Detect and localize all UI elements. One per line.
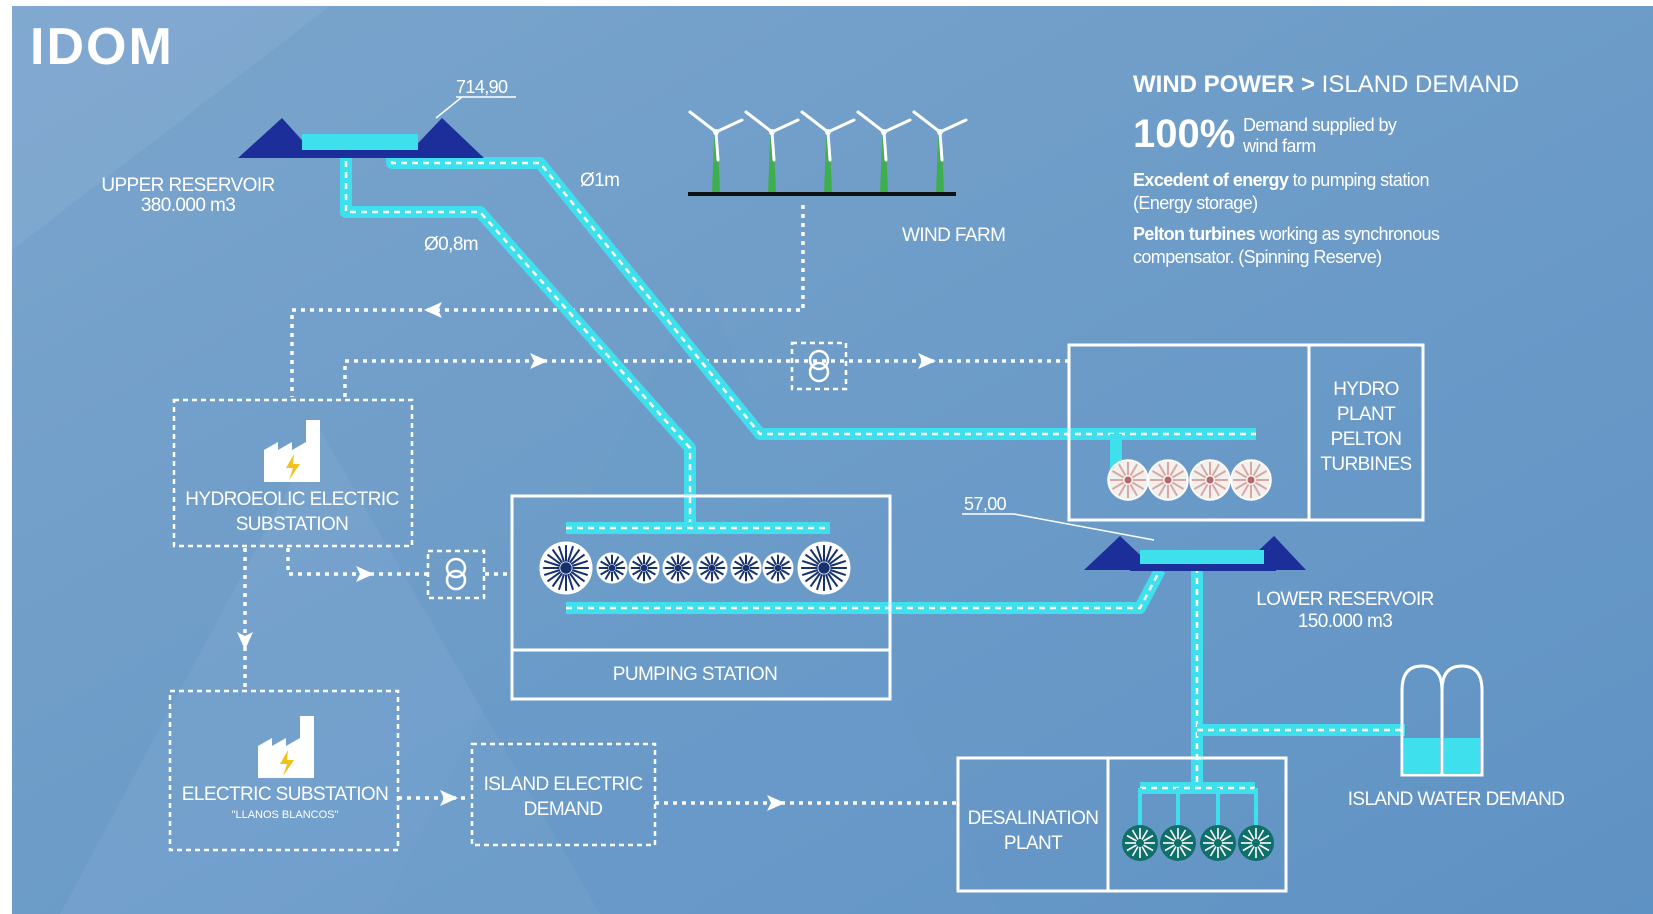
pipe-diameter-small: Ø0,8m [424,234,478,255]
pump-rotor-icon [797,541,851,595]
wind-turbine-icon [800,110,856,192]
pelton-turbine-icon [1147,459,1189,501]
pump-rotor-icon [762,552,794,584]
hydro-plant-line3: PELTON [1331,429,1402,450]
desalination-pump-icon [1122,825,1158,861]
lower-reservoir-name: LOWER RESERVOIR [1256,589,1434,610]
upper-reservoir-name: UPPER RESERVOIR [101,175,274,196]
pump-rotor-icon [696,552,728,584]
info-percent: 100% [1133,112,1235,156]
pump-rotor-icon [596,552,628,584]
island-electric-demand-line1: ISLAND ELECTRIC [484,774,643,795]
pelton-turbines [1107,459,1272,501]
wind-turbine-icon [744,110,800,192]
island-electric-demand-line2: DEMAND [524,799,603,820]
info-line1-cont: (Energy storage) [1133,193,1257,213]
hydroeolic-substation-line1: HYDROEOLIC ELECTRIC [185,489,398,510]
pelton-turbine-icon [1189,459,1231,501]
pump-rotor-icon [628,552,660,584]
water-tank-icon [1400,664,1484,777]
desalination-pump-icon [1160,825,1196,861]
transformer-icon [426,549,486,600]
info-percent-line2: wind farm [1242,136,1316,156]
island-water-demand-label: ISLAND WATER DEMAND [1348,789,1565,810]
wind-turbine-icon [688,110,744,192]
desalination-plant: DESALINATION PLANT [956,756,1288,893]
info-panel: WIND POWER > ISLAND DEMAND 100% Demand s… [1133,71,1519,267]
island-water-demand: ISLAND WATER DEMAND [1348,664,1565,810]
desalination-pump-icon [1200,825,1236,861]
info-line2: Pelton turbines working as synchronous [1133,224,1440,244]
pipe-diameter-large: Ø1m [580,170,619,191]
hydro-plant-line2: PLANT [1337,404,1396,425]
wind-farm: WIND FARM [688,110,1006,246]
transformer-icon [790,341,848,391]
pumping-station: PUMPING STATION [510,494,892,701]
hydro-plant-line1: HYDRO [1333,379,1399,400]
info-percent-line1: Demand supplied by [1243,115,1397,135]
info-line2-cont: compensator. (Spinning Reserve) [1133,247,1382,267]
upper-reservoir-elevation: 714,90 [456,77,508,97]
desalination-pumps [1122,788,1274,861]
info-headline: WIND POWER > ISLAND DEMAND [1133,71,1519,98]
wind-turbine-icon [912,110,968,192]
water-pipes [340,150,1405,794]
hydro-plant: HYDRO PLANT PELTON TURBINES [1067,343,1425,522]
pump-rotor-icon [539,541,593,595]
pump-units [539,541,851,595]
factory-icon [258,716,314,778]
factory-icon [264,420,320,482]
electric-substation-line1: ELECTRIC SUBSTATION [182,784,388,805]
info-line1: Excedent of energy to pumping station [1133,170,1429,190]
wind-turbine-icon [856,110,912,192]
electric-substation-line2: "LLANOS BLANCOS" [232,809,339,821]
pumping-station-label: PUMPING STATION [613,664,777,685]
pelton-turbine-icon [1107,459,1149,501]
hydroeolic-substation: HYDROEOLIC ELECTRIC SUBSTATION [172,398,414,548]
wind-turbine-icon [688,110,968,192]
desalination-pump-icon [1238,825,1274,861]
electric-connections [237,205,1069,811]
lower-reservoir: 57,00 LOWER RESERVOIR 150.000 m3 [962,494,1434,632]
upper-reservoir-volume: 380.000 m3 [141,195,235,216]
wind-farm-label: WIND FARM [902,225,1005,246]
idom-logo: IDOM [30,18,174,76]
electric-substation: ELECTRIC SUBSTATION "LLANOS BLANCOS" [168,689,400,852]
pump-rotor-icon [730,552,762,584]
pump-rotor-icon [662,552,694,584]
desalination-plant-line2: PLANT [1004,833,1063,854]
island-electric-demand: ISLAND ELECTRIC DEMAND [470,742,657,847]
lower-reservoir-volume: 150.000 m3 [1298,611,1392,632]
upper-reservoir: 714,90 UPPER RESERVOIR 380.000 m3 [101,77,516,216]
hydro-plant-line4: TURBINES [1320,454,1411,475]
hydroeolic-substation-line2: SUBSTATION [236,514,349,535]
pelton-turbine-icon [1230,459,1272,501]
lower-reservoir-elevation: 57,00 [964,494,1007,514]
desalination-plant-line1: DESALINATION [968,808,1099,829]
